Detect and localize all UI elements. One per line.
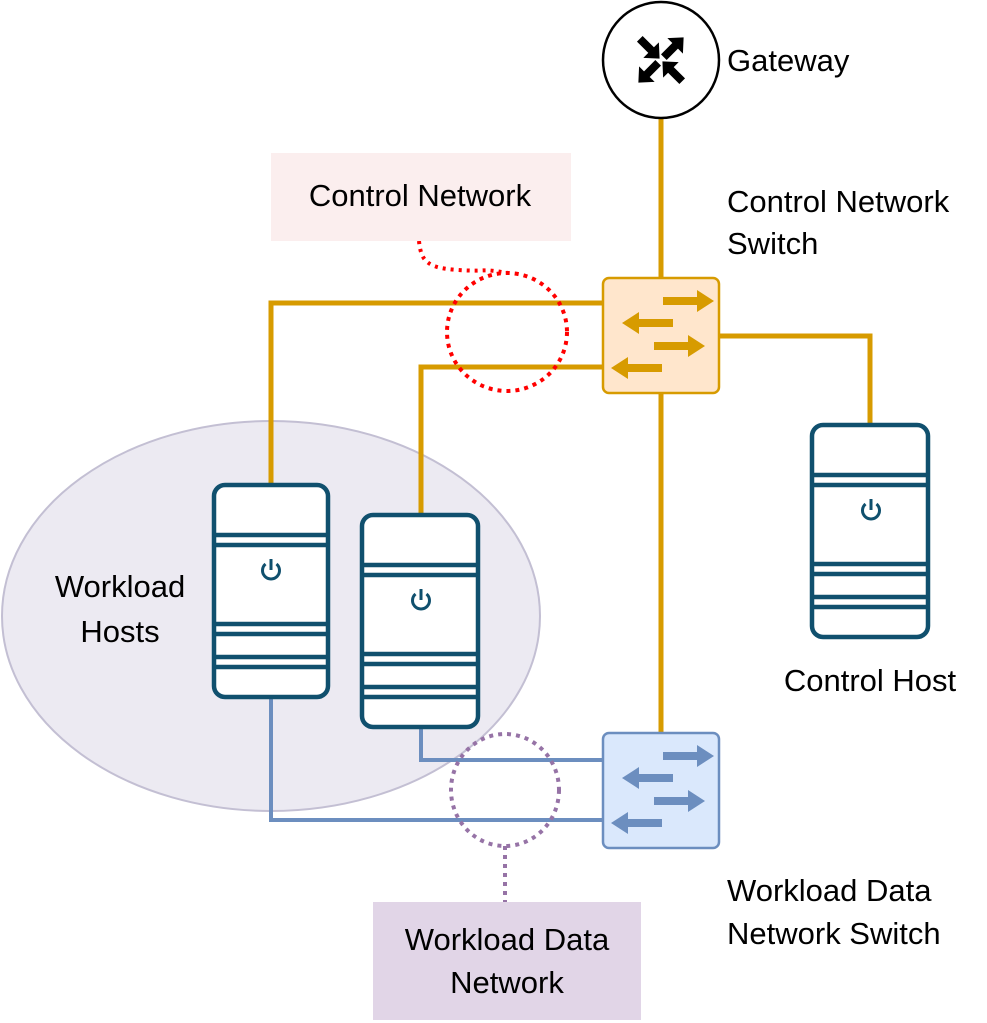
workload-host-2-server-icon [359, 512, 481, 730]
data-network-label-line2: Network [450, 965, 564, 1000]
data-switch-label-line1: Workload Data [727, 873, 932, 908]
control-network-callout-ring [445, 271, 569, 393]
control-network-callout-leader [417, 240, 509, 275]
gateway-router-icon [601, 0, 721, 120]
workload-host-1-server-icon [211, 482, 331, 700]
power-icon [411, 589, 431, 611]
control-switch-label-line1: Control Network [727, 184, 950, 219]
power-icon [261, 559, 281, 581]
data-network-label-box [373, 902, 641, 1020]
data-network-callout-ring [449, 732, 561, 848]
data-network-switch-icon [601, 731, 721, 850]
control-network-switch-icon [601, 276, 721, 395]
data-network-links [269, 697, 603, 822]
workload-host-2-control-link [418, 364, 603, 515]
control-network-label-box [271, 153, 571, 241]
workload-host-2-data-link [419, 727, 603, 762]
workload-hosts-label-line2: Hosts [80, 614, 159, 649]
control-host-server-icon [809, 422, 931, 640]
control-host-control-link [719, 333, 873, 425]
power-icon [861, 499, 881, 521]
data-switch-label-line2: Network Switch [727, 916, 941, 951]
gateway-label: Gateway [727, 43, 850, 78]
workload-host-1-data-link [269, 697, 603, 822]
control-host-label: Control Host [784, 663, 957, 698]
control-network-label: Control Network [309, 178, 532, 213]
data-network-label-line1: Workload Data [405, 922, 610, 957]
control-network-links [268, 118, 873, 733]
control-switch-label-line2: Switch [727, 226, 818, 261]
workload-hosts-label-line1: Workload [55, 569, 185, 604]
workload-host-1-control-link [268, 300, 603, 485]
